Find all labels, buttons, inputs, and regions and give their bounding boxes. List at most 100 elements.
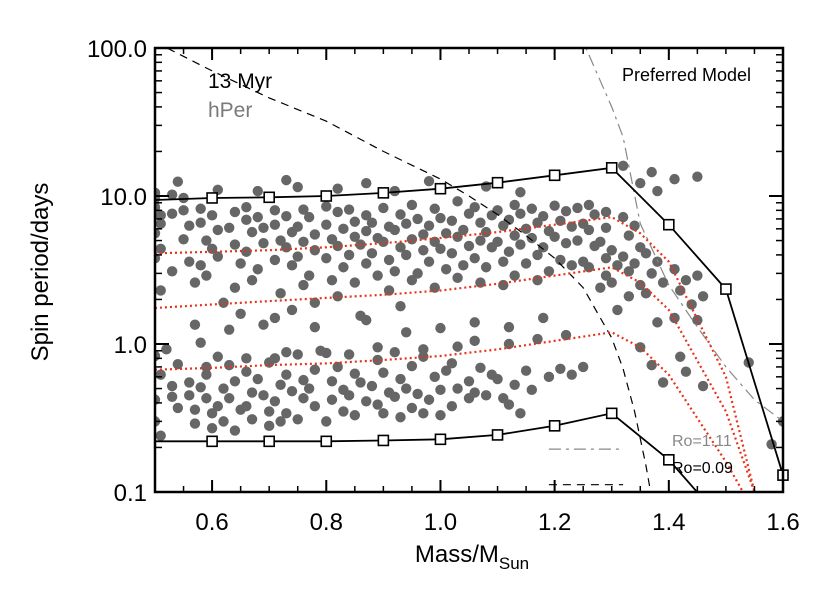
model-marker (320, 435, 333, 448)
data-point (309, 364, 321, 375)
data-point (475, 235, 486, 246)
data-point (269, 254, 281, 266)
data-point (212, 224, 223, 236)
model-marker (320, 190, 333, 202)
ro-low-label: Ro=0.09 (672, 460, 733, 477)
data-point (435, 384, 446, 396)
data-point (520, 365, 532, 376)
data-point (361, 178, 372, 189)
data-point (515, 239, 526, 250)
data-point (669, 173, 680, 185)
data-point (692, 270, 703, 281)
data-point (332, 240, 343, 252)
data-point (292, 414, 303, 425)
data-point (372, 342, 383, 353)
data-point (606, 277, 617, 288)
data-point (469, 317, 480, 328)
data-point (258, 390, 269, 401)
data-point (246, 274, 258, 286)
data-point (281, 211, 292, 222)
data-point (429, 236, 440, 248)
data-point (258, 222, 269, 233)
data-point (412, 388, 423, 400)
data-point (440, 228, 452, 239)
data-point (480, 262, 492, 273)
data-point (435, 212, 446, 224)
data-point (321, 416, 332, 427)
data-point (286, 385, 298, 397)
data-point (549, 231, 560, 243)
data-point (212, 400, 223, 412)
data-point (343, 249, 355, 261)
data-point (503, 338, 515, 350)
data-point (218, 416, 229, 427)
data-point (623, 266, 635, 277)
percentile-line (155, 266, 756, 492)
data-point (166, 380, 178, 392)
data-point (252, 373, 263, 385)
data-point (343, 204, 355, 215)
model-marker (263, 191, 275, 204)
data-point (372, 354, 383, 366)
data-point (515, 208, 526, 219)
data-point (252, 185, 263, 197)
data-point (675, 351, 686, 362)
data-point (446, 400, 458, 412)
data-point (532, 249, 543, 261)
data-point (298, 374, 309, 386)
data-point (241, 353, 252, 364)
data-point (657, 377, 669, 388)
data-point (241, 202, 252, 213)
data-point (326, 376, 338, 387)
x-tick-label: 1.6 (766, 509, 799, 536)
model-marker (377, 434, 390, 447)
data-point (224, 359, 235, 371)
data-point (509, 199, 520, 211)
data-point (349, 231, 361, 243)
data-point (263, 420, 275, 432)
data-point (263, 406, 275, 417)
data-point (338, 262, 349, 273)
data-point (332, 183, 343, 194)
data-point (269, 396, 281, 407)
data-point (623, 291, 635, 302)
data-point (395, 301, 406, 312)
data-point (526, 232, 537, 244)
data-point (555, 363, 566, 374)
data-point (303, 270, 315, 281)
model-upper-line (155, 166, 783, 476)
data-point (166, 189, 178, 200)
data-point (463, 240, 475, 252)
x-tick-label: 1.4 (652, 509, 685, 536)
y-tick-label: 0.1 (114, 480, 147, 507)
model-marker (377, 187, 390, 199)
data-point (366, 217, 378, 228)
data-point (401, 218, 412, 229)
data-point (155, 228, 161, 239)
model-marker (206, 435, 218, 448)
data-point (292, 349, 303, 360)
data-point (155, 430, 166, 441)
data-point (669, 264, 680, 275)
data-point (195, 382, 206, 393)
data-point (252, 211, 263, 223)
data-point (475, 362, 486, 374)
data-point (206, 210, 218, 221)
data-point (583, 199, 595, 211)
x-tick-label: 0.8 (310, 509, 343, 536)
percentile-lines (155, 215, 756, 492)
data-point (378, 367, 389, 378)
data-point (617, 251, 629, 262)
data-point (321, 219, 332, 230)
data-point (406, 360, 418, 372)
x-axis-label-main: Mass/M (415, 541, 499, 568)
data-point (435, 410, 446, 421)
data-point (406, 274, 418, 286)
data-point (292, 221, 303, 232)
data-point (458, 224, 469, 236)
data-point (298, 236, 309, 248)
data-point (361, 225, 372, 237)
x-axis-label: Mass/MSun (415, 541, 529, 573)
data-point (343, 390, 355, 401)
